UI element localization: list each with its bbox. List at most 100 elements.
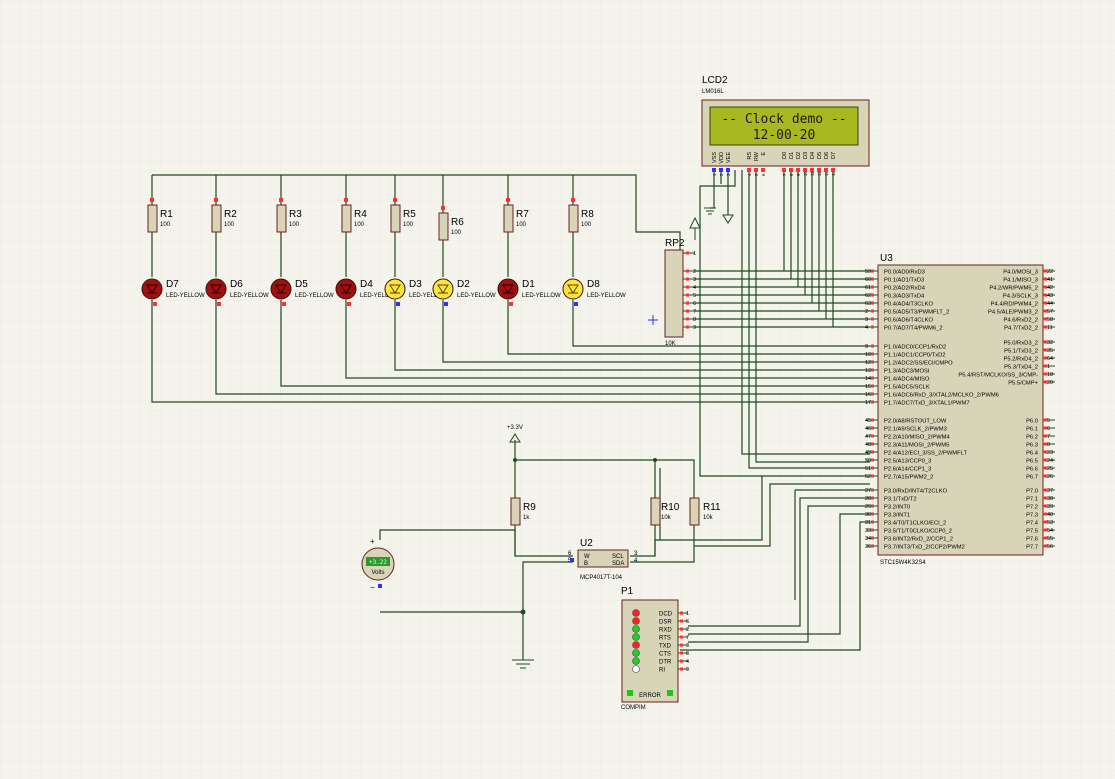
pin-marker xyxy=(1044,285,1047,289)
mcu-pin-name: P2.5/A13/CCP0_3 xyxy=(884,459,931,465)
u2-pin-b: B xyxy=(584,561,588,567)
led-d1[interactable] xyxy=(497,278,519,300)
resistor-r1[interactable] xyxy=(147,204,158,233)
mcu-pin-number: 2 xyxy=(865,309,868,315)
mcu-pin-name: P4.0/MOSI_3 xyxy=(1003,270,1038,276)
lcd-pin-label: RS xyxy=(747,152,753,160)
u2-pin-num-w: 6 xyxy=(568,551,572,557)
resistor-r2[interactable] xyxy=(211,204,222,233)
resistor-r4[interactable] xyxy=(341,204,352,233)
resistor-value: 100 xyxy=(354,222,365,228)
diode-icon xyxy=(502,284,514,294)
mcu-pin-name: P2.2/A10/MISO_2/PWM4 xyxy=(884,435,951,441)
rp2-pin-number: 5 xyxy=(693,293,696,299)
pin-marker xyxy=(1044,512,1047,516)
mcu-pin-number: 59 xyxy=(865,269,871,275)
wires xyxy=(151,170,870,660)
mcu-pin-number: 22 xyxy=(1047,269,1053,275)
digipot-u2[interactable]: U2 W B SCL SDA 6 5 3 4 MCP4017T-104 xyxy=(568,538,638,581)
pin-marker xyxy=(1044,544,1047,548)
lcd-pin-label: RW xyxy=(754,151,760,161)
led-d3[interactable] xyxy=(384,278,406,300)
p1-signal-name: RTS xyxy=(659,636,671,642)
pin-marker xyxy=(1044,450,1047,454)
voltmeter-minus: − xyxy=(370,583,375,592)
resistor-r7[interactable] xyxy=(503,204,514,233)
pin-marker xyxy=(871,301,874,305)
resistor-value: 100 xyxy=(403,222,414,228)
mcu-pin-name: P7.3 xyxy=(1026,513,1038,519)
led-d6[interactable] xyxy=(205,278,227,300)
mcu-pin-name: P6.7 xyxy=(1026,475,1038,481)
p1-signal-led xyxy=(632,665,640,673)
pin-marker xyxy=(686,325,689,329)
pin-marker xyxy=(1044,458,1047,462)
mcu-pin-number: 34 xyxy=(865,536,871,542)
pin-marker xyxy=(871,269,874,273)
pin-marker xyxy=(680,627,683,631)
lcd-pin-number: 2 xyxy=(719,173,724,176)
lcd-pin-marker xyxy=(824,168,828,172)
led-row: D7LED-YELLOWD6LED-YELLOWD5LED-YELLOWD4LE… xyxy=(141,278,626,306)
mcu-pin-name: P6.2 xyxy=(1026,435,1038,441)
resistor-r8[interactable] xyxy=(568,204,579,233)
mcu-pin-number: 11 xyxy=(1047,325,1053,331)
led-d5[interactable] xyxy=(270,278,292,300)
lcd-pin-marker xyxy=(789,168,793,172)
led-d8[interactable] xyxy=(562,278,584,300)
r10-ref: R10 xyxy=(661,502,680,513)
resistor-r9[interactable]: R9 1k xyxy=(510,497,536,526)
resistor-r11[interactable]: R11 10k xyxy=(689,497,721,526)
resistor-r3[interactable] xyxy=(276,204,287,233)
pin-marker xyxy=(571,198,575,202)
lcd-pin-marker xyxy=(782,168,786,172)
pin-marker xyxy=(871,536,874,540)
led-ref: D1 xyxy=(522,279,535,290)
led-d7[interactable] xyxy=(141,278,163,300)
mcu-pin-name: P7.5 xyxy=(1026,529,1038,535)
led-d2[interactable] xyxy=(432,278,454,300)
resistor-r10[interactable]: R10 10k xyxy=(650,497,680,526)
resistor-r6[interactable] xyxy=(438,212,449,241)
resistor-ref: R6 xyxy=(451,217,464,228)
pin-marker xyxy=(282,302,286,306)
resistor-r5[interactable] xyxy=(390,204,401,233)
pin-marker xyxy=(1044,434,1047,438)
pin-marker xyxy=(1044,301,1047,305)
pin-marker xyxy=(444,302,448,306)
p1-pin-number: 7 xyxy=(686,635,689,641)
pin-marker xyxy=(871,450,874,454)
mcu-pin-number: 60 xyxy=(865,277,871,283)
pin-marker xyxy=(1044,277,1047,281)
pin-marker xyxy=(217,302,221,306)
pin-marker xyxy=(871,488,874,492)
pin-marker xyxy=(1044,317,1047,321)
pin-marker xyxy=(1044,269,1047,273)
pin-marker xyxy=(871,360,874,364)
lcd-pin-number: 13 xyxy=(824,170,829,176)
p1-signal-name: CTS xyxy=(659,652,671,658)
voltmeter[interactable]: +3.22 Volts + − xyxy=(361,537,395,592)
led-d4[interactable] xyxy=(335,278,357,300)
mcu-pin-number: 9 xyxy=(865,344,868,350)
lcd-display[interactable]: LCD2 LM016L -- Clock demo -- 12-00-20 VS… xyxy=(701,75,870,176)
p1-signal-led xyxy=(632,617,640,625)
pin-marker xyxy=(1044,488,1047,492)
mcu-pin-number: 26 xyxy=(1047,474,1053,480)
r9-value: 1k xyxy=(523,515,530,521)
pin-marker xyxy=(680,651,683,655)
mcu-pin-name: P5.2/RxD4_2 xyxy=(1004,357,1038,363)
led-ref: D3 xyxy=(409,279,422,290)
mcu-pin-number: 56 xyxy=(1047,544,1053,550)
ground-symbol xyxy=(512,609,534,669)
mcu-pin-name: P2.7/A15/PWM2_2 xyxy=(884,475,933,481)
mcu-pin-number: 10 xyxy=(865,352,871,358)
pin-marker xyxy=(680,667,683,671)
pin-marker xyxy=(1044,520,1047,524)
lcd-ref: LCD2 xyxy=(702,75,728,86)
